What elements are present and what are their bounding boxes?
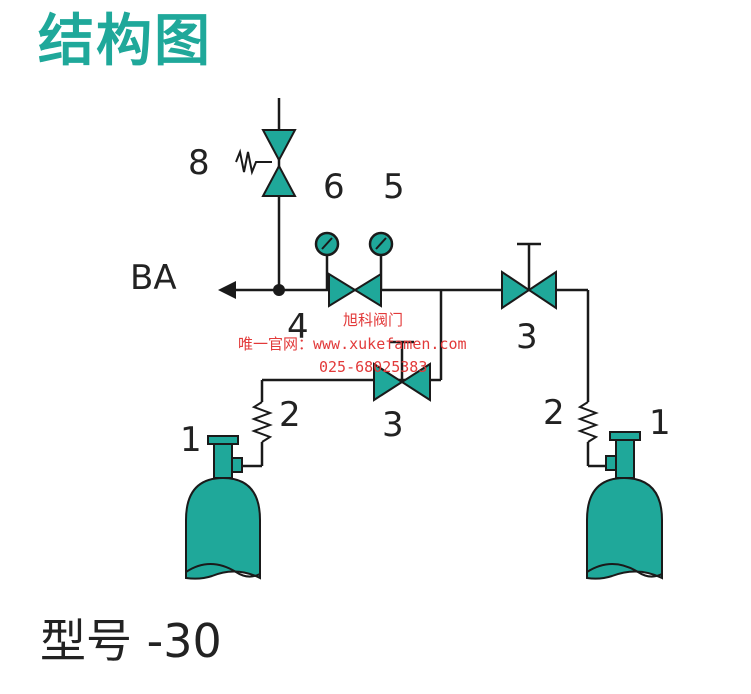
label-relief-valve: 8: [188, 143, 210, 183]
label-valve-right: 3: [516, 317, 538, 357]
junction-dot: [273, 284, 285, 296]
hose-right-icon: [577, 401, 599, 443]
regulator-valve-icon: [328, 272, 382, 308]
right-shutoff-valve-icon: [501, 270, 557, 310]
watermark-site: 唯一官网：www.xukefamen.com: [238, 335, 467, 353]
label-hose-left: 2: [279, 395, 301, 435]
hose-left-icon: [251, 401, 273, 443]
center-shutoff-valve-icon: [373, 362, 431, 402]
cylinder-left-icon: [185, 435, 261, 580]
watermark-phone: 025-68025383: [319, 358, 428, 376]
relief-spring-icon: [235, 148, 272, 176]
relief-valve-icon: [261, 129, 297, 197]
cylinder-right-icon: [586, 431, 663, 580]
label-regulator: 4: [287, 307, 309, 347]
label-cylinder-left: 1: [180, 420, 202, 460]
label-outlet: BA: [130, 258, 177, 298]
gauge-low-icon: [368, 231, 394, 257]
diagram-title: 结构图: [38, 9, 212, 74]
model-number: 型号 -30: [40, 614, 222, 668]
outlet-arrow-icon: [218, 281, 236, 299]
gauge-high-icon: [314, 231, 340, 257]
label-hose-right: 2: [543, 393, 565, 433]
label-gauge-low: 5: [383, 167, 405, 207]
label-valve-center: 3: [382, 405, 404, 445]
label-cylinder-right: 1: [649, 403, 671, 443]
label-gauge-high: 6: [323, 167, 345, 207]
watermark-brand: 旭科阀门: [343, 311, 404, 329]
